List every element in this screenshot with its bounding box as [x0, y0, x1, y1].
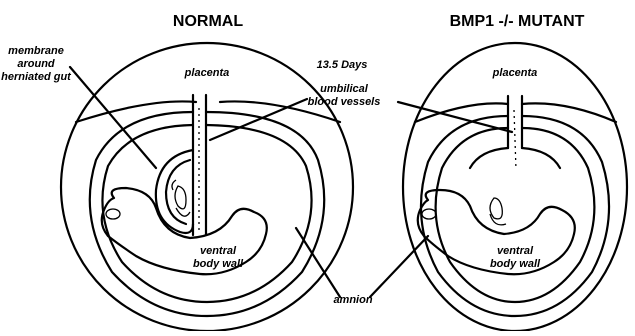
umbilical-label: umbilical blood vessels [308, 83, 381, 108]
mutant-embryo [403, 43, 627, 331]
mutant-embryo-eye [422, 209, 436, 219]
days-label: 13.5 Days [317, 59, 368, 71]
ventral-left-line1: ventral [200, 245, 237, 257]
header-mutant: BMP1 -/- MUTANT [450, 13, 585, 30]
membrane-pointer [70, 67, 156, 168]
placenta-label-right: placenta [492, 67, 538, 79]
ventral-right-line2: body wall [490, 258, 541, 270]
mutant-gut-loop-1 [490, 198, 502, 219]
normal-hernia-membrane-inner [166, 160, 190, 224]
mutant-placenta-boundary [415, 103, 616, 122]
membrane-label-line3: herniated gut [1, 71, 72, 83]
ventral-right-line1: ventral [497, 245, 534, 257]
umbilical-label-line1: umbilical [320, 83, 369, 95]
amnion-label: amnion [333, 294, 372, 306]
umbilical-label-line2: blood vessels [308, 96, 381, 108]
mutant-cord-vessels [514, 110, 516, 170]
normal-embryo [61, 43, 353, 331]
ventral-label-left: ventral body wall [193, 245, 244, 270]
membrane-label-line1: membrane [8, 45, 64, 57]
membrane-label-line2: around [17, 58, 55, 70]
normal-embryo-eye [106, 209, 120, 219]
placenta-label-left: placenta [184, 67, 230, 79]
header-normal: NORMAL [173, 13, 243, 30]
ventral-left-line2: body wall [193, 258, 244, 270]
umbilical-pointer-left [210, 99, 307, 140]
membrane-label: membrane around herniated gut [1, 45, 72, 83]
amnion-pointer-right [370, 236, 428, 297]
ventral-label-right: ventral body wall [490, 245, 541, 270]
normal-gut-loop-1 [175, 186, 186, 209]
